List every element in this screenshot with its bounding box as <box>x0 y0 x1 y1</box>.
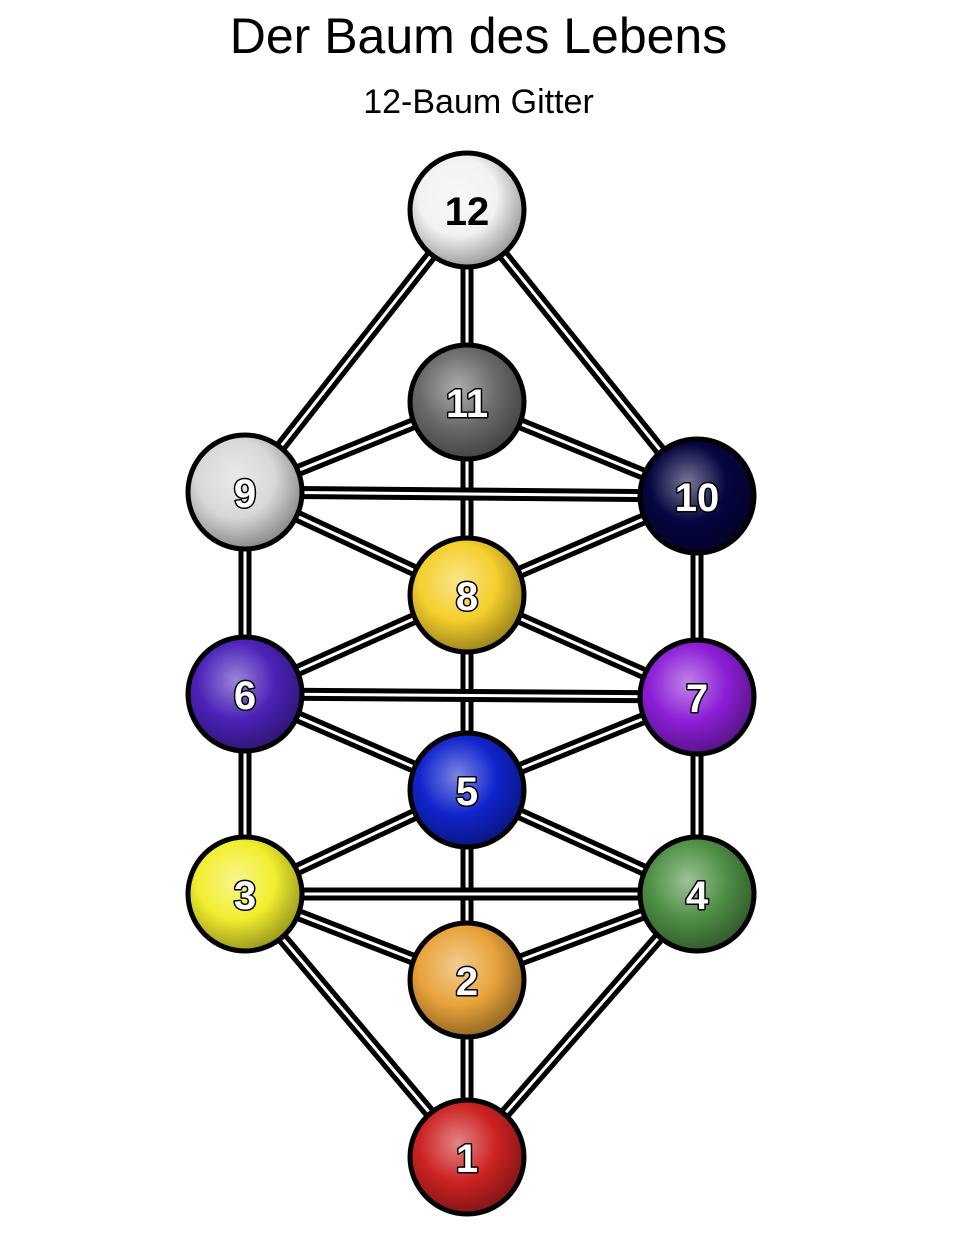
node-11-circle <box>407 342 527 462</box>
node-6: 6 <box>185 634 305 754</box>
node-2-circle <box>407 920 527 1040</box>
node-11-label: 11 <box>446 382 488 426</box>
node-7: 7 <box>637 637 757 757</box>
node-3: 3 <box>185 834 305 954</box>
node-12: 12 <box>407 150 527 270</box>
node-3-label: 3 <box>234 874 256 918</box>
node-11: 11 <box>407 342 527 462</box>
node-3-circle <box>185 834 305 954</box>
node-10-circle <box>637 436 757 556</box>
node-8-label: 8 <box>456 575 478 619</box>
node-10: 10 <box>637 436 757 556</box>
node-1: 1 <box>407 1097 527 1217</box>
edge-9-10 <box>244 485 698 503</box>
node-4: 4 <box>637 834 757 954</box>
node-8-circle <box>407 535 527 655</box>
edge-12-9 <box>239 205 473 497</box>
node-9-label: 9 <box>234 472 256 516</box>
node-10-label: 10 <box>675 476 720 520</box>
node-8: 8 <box>407 535 527 655</box>
node-12-label: 12 <box>445 190 490 234</box>
node-4-circle <box>637 834 757 954</box>
node-1-circle <box>407 1097 527 1217</box>
node-9: 9 <box>185 432 305 552</box>
node-6-circle <box>185 634 305 754</box>
node-4-label: 4 <box>686 874 709 918</box>
node-1-label: 1 <box>456 1137 478 1181</box>
node-5-label: 5 <box>456 770 478 814</box>
node-7-circle <box>637 637 757 757</box>
node-2-label: 2 <box>456 960 478 1004</box>
edge-6-7 <box>244 687 698 704</box>
edge-12-10 <box>461 205 703 501</box>
node-7-label: 7 <box>686 677 708 721</box>
node-5-circle <box>407 730 527 850</box>
node-6-label: 6 <box>234 674 256 718</box>
diagram-subtitle: 12-Baum Gitter <box>363 83 594 121</box>
node-2: 2 <box>407 920 527 1040</box>
node-9-circle <box>185 432 305 552</box>
node-12-circle <box>407 150 527 270</box>
diagram-title: Der Baum des Lebens <box>229 8 728 64</box>
node-5: 5 <box>407 730 527 850</box>
